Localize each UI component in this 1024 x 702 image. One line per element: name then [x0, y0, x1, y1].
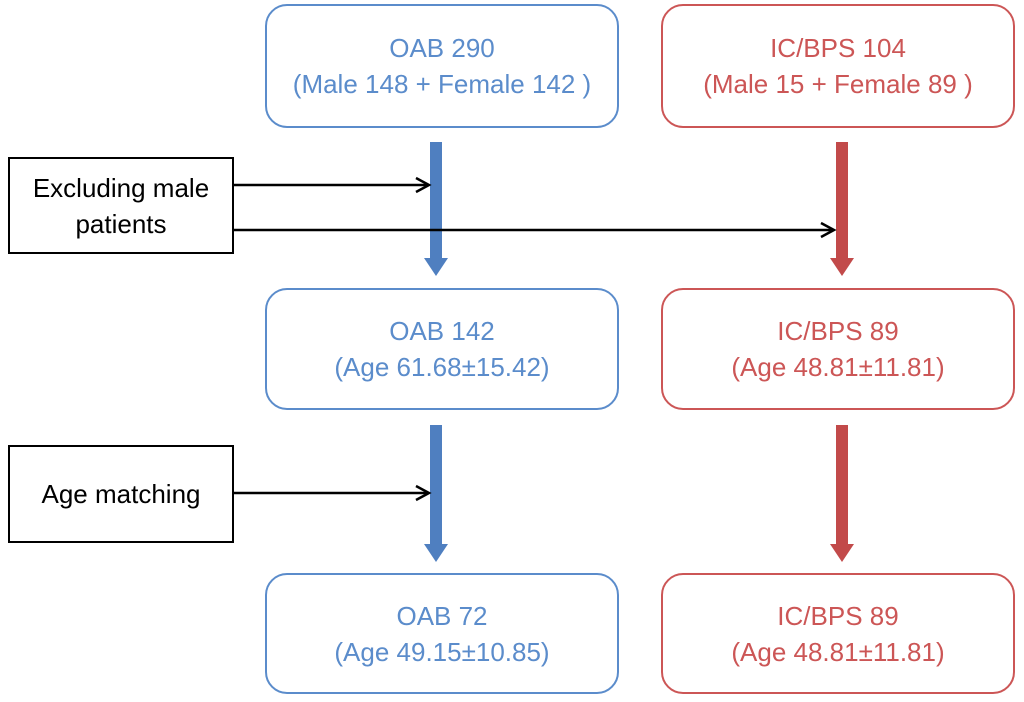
oab-female-detail: (Age 61.68±15.42)	[334, 352, 550, 382]
oab-matched-detail: (Age 49.15±10.85)	[334, 636, 550, 667]
oab-initial-detail: (Male 148 + Female 142 )	[292, 69, 592, 99]
ic-bps-initial-detail: (Male 15 + Female 89 )	[703, 69, 973, 99]
oab-matched-title: OAB 72	[396, 600, 488, 631]
age-matching-step-label: Age matching	[41, 479, 201, 509]
ic-bps-female-title: IC/BPS 89	[777, 316, 899, 346]
oab-initial-title: OAB 290	[389, 33, 495, 63]
oab-female-box: OAB 142 (Age 61.68±15.42)	[265, 288, 619, 410]
exclude-to-ic-bps-arrow	[234, 221, 837, 239]
ic-bps-female-detail: (Age 48.81±11.81)	[731, 352, 945, 382]
oab-down-arrow-2	[424, 425, 448, 562]
ic-bps-female-box: IC/BPS 89 (Age 48.81±11.81)	[661, 288, 1015, 410]
ic-bps-matched-detail: (Age 48.81±11.81)	[731, 636, 945, 667]
exclude-to-oab-arrow	[234, 176, 432, 194]
oab-matched-box: OAB 72 (Age 49.15±10.85)	[265, 573, 619, 694]
ic-bps-down-arrow-2	[830, 425, 854, 562]
ic-bps-matched-title: IC/BPS 89	[777, 600, 899, 631]
age-matching-to-oab-arrow	[234, 484, 432, 502]
ic-bps-matched-box: IC/BPS 89 (Age 48.81±11.81)	[661, 573, 1015, 694]
ic-bps-down-arrow-1	[830, 142, 854, 276]
oab-female-title: OAB 142	[389, 316, 495, 346]
oab-initial-box: OAB 290 (Male 148 + Female 142 )	[265, 4, 619, 128]
age-matching-step-box: Age matching	[8, 445, 234, 543]
oab-down-arrow-1	[424, 142, 448, 276]
exclude-male-step-label: Excluding male patients	[32, 172, 210, 239]
exclude-male-step-box: Excluding male patients	[8, 157, 234, 254]
ic-bps-initial-box: IC/BPS 104 (Male 15 + Female 89 )	[661, 4, 1015, 128]
ic-bps-initial-title: IC/BPS 104	[770, 33, 906, 63]
